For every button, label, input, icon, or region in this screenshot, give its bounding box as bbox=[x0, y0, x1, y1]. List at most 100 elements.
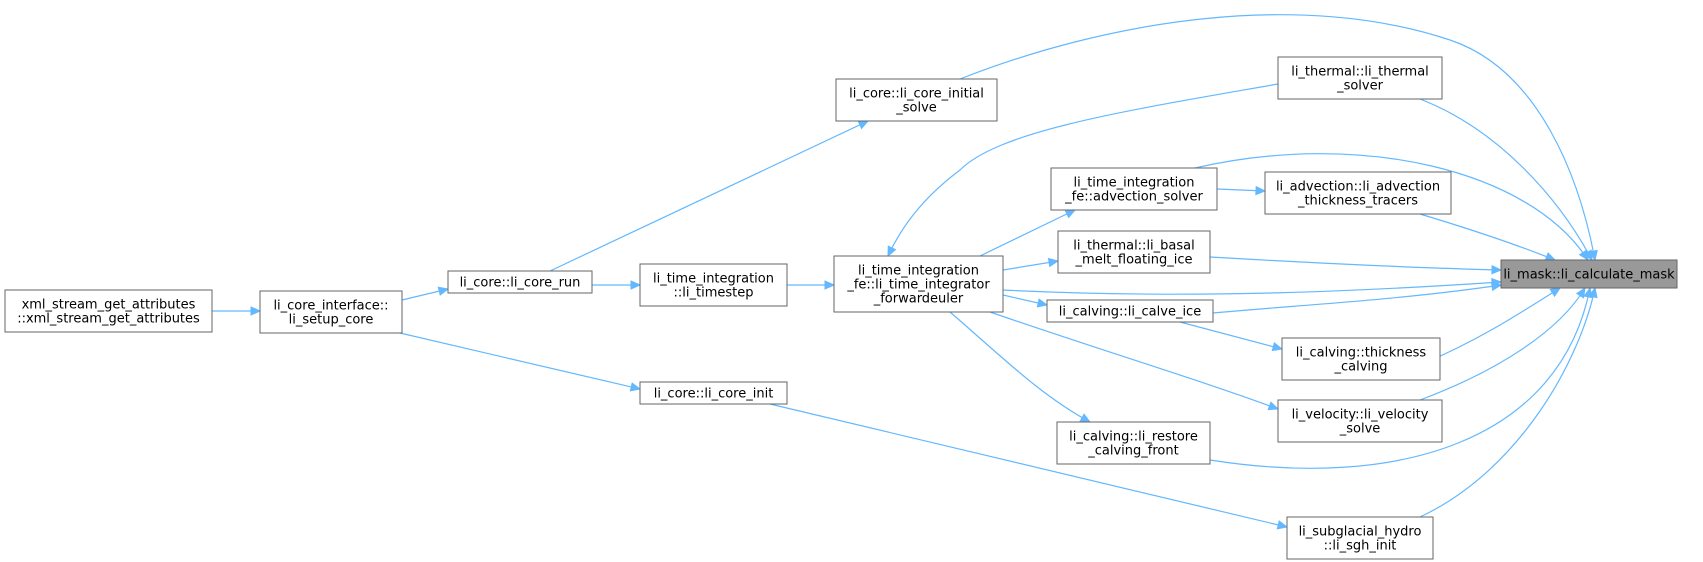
node-box bbox=[1046, 299, 1214, 323]
edge-advection_tracers-to-calc_mask bbox=[1419, 213, 1557, 261]
node-label: _calving bbox=[1333, 360, 1387, 375]
node-box bbox=[835, 78, 998, 122]
graph-nodes: li_mask::li_calculate_maskli_core::li_co… bbox=[4, 56, 1678, 560]
edge-forwardeuler-to-calve_ice bbox=[1002, 294, 1049, 308]
arrowhead bbox=[887, 245, 897, 258]
node-forwardeuler[interactable]: li_time_integration_fe::li_time_integrat… bbox=[833, 255, 1004, 313]
arrowhead bbox=[437, 286, 450, 296]
arrowhead bbox=[824, 280, 836, 290]
node-label: _thickness_tracers bbox=[1297, 194, 1418, 209]
edge-forwardeuler-to-restore_front bbox=[949, 311, 1092, 423]
edge-line bbox=[979, 209, 1076, 257]
node-sgh-init[interactable]: li_subglacial_hydro::li_sgh_init bbox=[1286, 516, 1434, 560]
edge-line bbox=[949, 311, 1091, 423]
node-calc-mask[interactable]: li_mask::li_calculate_mask bbox=[1500, 259, 1678, 289]
node-core-run[interactable]: li_core::li_core_run bbox=[447, 270, 593, 294]
node-label: li_core::li_core_init bbox=[654, 387, 774, 402]
node-label: li_mask::li_calculate_mask bbox=[1503, 268, 1675, 283]
edge-advection_solver-to-calc_mask bbox=[1194, 153, 1589, 262]
edge-line bbox=[1212, 284, 1502, 314]
arrowhead bbox=[1267, 401, 1280, 411]
node-label: li_setup_core bbox=[289, 313, 374, 328]
arrowhead bbox=[1588, 286, 1598, 299]
node-box bbox=[259, 290, 403, 334]
arrowhead bbox=[1583, 249, 1593, 262]
edge-timestep-to-forwardeuler bbox=[787, 280, 836, 290]
arrowhead bbox=[629, 382, 642, 392]
arrowhead bbox=[1036, 298, 1049, 308]
node-label: li_core::li_core_initial bbox=[849, 87, 984, 102]
node-box bbox=[1277, 56, 1443, 100]
node-label: xml_stream_get_attributes bbox=[22, 298, 196, 313]
node-xml-attrs[interactable]: xml_stream_get_attributes::xml_stream_ge… bbox=[4, 289, 213, 333]
node-box bbox=[639, 381, 788, 405]
arrowhead bbox=[1490, 281, 1503, 292]
edge-line bbox=[1179, 321, 1283, 350]
node-box bbox=[1281, 337, 1441, 381]
node-label: li_calving::thickness bbox=[1296, 346, 1427, 361]
edge-velocity_solve-to-calc_mask bbox=[1419, 286, 1586, 401]
edge-line bbox=[1002, 281, 1502, 295]
edge-basal_melt-to-calc_mask bbox=[1209, 256, 1503, 275]
node-core-init[interactable]: li_core::li_core_init bbox=[639, 381, 788, 405]
node-restore-front[interactable]: li_calving::li_restore_calving_front bbox=[1056, 421, 1211, 465]
edge-calve_ice-to-calc_mask bbox=[1212, 281, 1503, 314]
edge-advection_solver-to-advection_tracers bbox=[1216, 185, 1267, 196]
node-label: ::xml_stream_get_attributes bbox=[17, 312, 200, 327]
edge-forwardeuler-to-basal_melt bbox=[1002, 257, 1060, 271]
node-label: _calving_front bbox=[1087, 444, 1178, 459]
node-box bbox=[1057, 230, 1211, 274]
node-box bbox=[4, 289, 213, 333]
arrowhead bbox=[1491, 264, 1503, 275]
node-velocity-solve[interactable]: li_velocity::li_velocity_solve bbox=[1277, 399, 1443, 443]
edge-calve_ice-to-thickness_calving bbox=[1179, 321, 1284, 352]
node-advection-tracers[interactable]: li_advection::li_advection_thickness_tra… bbox=[1264, 171, 1452, 215]
edge-xml_attrs-to-setup_core bbox=[212, 306, 262, 316]
edge-line bbox=[1209, 287, 1591, 469]
arrowhead bbox=[1578, 249, 1589, 262]
node-label: _melt_floating_ice bbox=[1075, 253, 1193, 268]
node-box bbox=[1056, 421, 1211, 465]
node-box bbox=[1277, 399, 1443, 443]
edge-line bbox=[1419, 213, 1556, 261]
arrowhead bbox=[1047, 257, 1060, 268]
edge-line bbox=[989, 311, 1279, 410]
edge-line bbox=[1419, 98, 1593, 261]
node-box bbox=[1264, 171, 1452, 215]
arrowhead bbox=[1276, 520, 1289, 530]
node-basal-melt[interactable]: li_thermal::li_basal_melt_floating_ice bbox=[1057, 230, 1211, 274]
edge-line bbox=[1194, 153, 1589, 261]
arrowhead bbox=[250, 306, 262, 316]
edge-line bbox=[399, 332, 641, 390]
arrowhead bbox=[1271, 341, 1284, 352]
edge-core_init-to-sgh_init bbox=[769, 403, 1289, 530]
node-thermal-solver[interactable]: li_thermal::li_thermal_solver bbox=[1277, 56, 1443, 100]
node-label: _solve bbox=[895, 101, 937, 116]
edge-forwardeuler-to-calc_mask bbox=[1002, 277, 1503, 295]
arrowhead bbox=[1064, 209, 1077, 219]
node-thickness-calving[interactable]: li_calving::thickness_calving bbox=[1281, 337, 1441, 381]
node-label: li_calving::li_restore bbox=[1069, 430, 1198, 445]
node-label: _fe::advection_solver bbox=[1064, 190, 1203, 205]
arrowhead bbox=[857, 120, 870, 130]
edge-line bbox=[1419, 287, 1596, 518]
node-box bbox=[639, 263, 788, 307]
node-box bbox=[447, 270, 593, 294]
edge-line bbox=[1209, 256, 1502, 271]
node-box bbox=[1500, 259, 1678, 289]
edge-core_initial_solve-to-calc_mask bbox=[959, 14, 1598, 262]
arrowhead bbox=[1544, 252, 1557, 261]
edge-line bbox=[887, 83, 1279, 257]
node-advection-solver[interactable]: li_time_integration_fe::advection_solver bbox=[1050, 167, 1218, 211]
node-label: li_thermal::li_thermal bbox=[1291, 65, 1429, 80]
node-label: li_core::li_core_run bbox=[460, 276, 581, 291]
edge-line bbox=[959, 14, 1596, 261]
node-label: li_time_integration bbox=[858, 264, 979, 279]
node-timestep[interactable]: li_time_integration::li_timestep bbox=[639, 263, 788, 307]
arrowhead bbox=[630, 280, 642, 290]
node-calve-ice[interactable]: li_calving::li_calve_ice bbox=[1046, 299, 1214, 323]
node-core-initial-solve[interactable]: li_core::li_core_initial_solve bbox=[835, 78, 998, 122]
node-label: _solve bbox=[1339, 422, 1381, 437]
node-setup-core[interactable]: li_core_interface::li_setup_core bbox=[259, 290, 403, 334]
